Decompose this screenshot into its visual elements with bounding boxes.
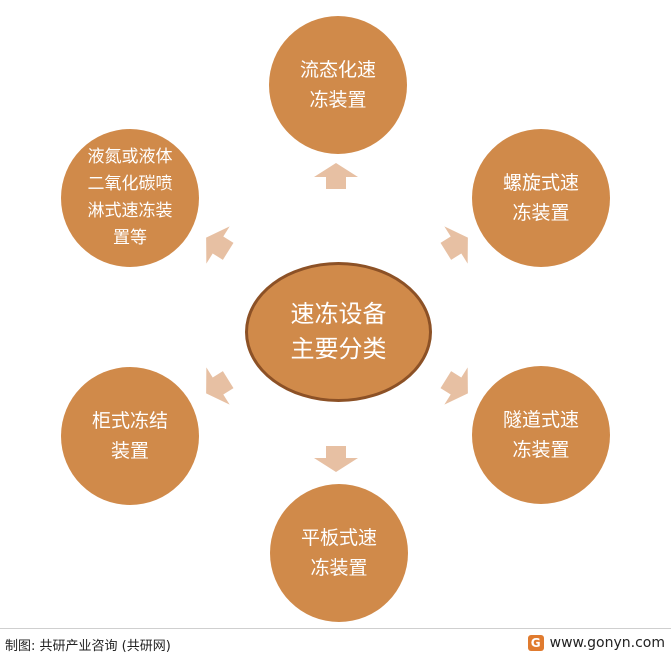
center-node: 速冻设备 主要分类 — [245, 262, 432, 402]
center-label: 速冻设备 主要分类 — [290, 300, 387, 363]
arrow-to-bottom-right — [440, 367, 468, 405]
node-bottom-left-label: 柜式冻结 装置 — [91, 410, 168, 462]
node-bottom-right: 隧道式速 冻装置 — [472, 366, 610, 504]
gonyn-logo-icon: G — [527, 635, 544, 651]
footer-divider — [0, 628, 671, 629]
arrow-to-bottom-left — [206, 367, 234, 405]
arrow-to-top-right — [440, 226, 468, 264]
node-bottom-label: 平板式速 冻装置 — [300, 527, 377, 579]
node-top-left-label: 液氮或液体 二氧化碳喷 淋式速冻装 置等 — [87, 147, 173, 248]
node-top-right-label: 螺旋式速 冻装置 — [502, 172, 579, 224]
arrow-to-top — [314, 163, 358, 189]
footer-brand: G www.gonyn.com — [527, 635, 665, 651]
node-bottom-right-label: 隧道式速 冻装置 — [502, 409, 579, 461]
node-top: 流态化速 冻装置 — [269, 16, 407, 154]
node-top-label: 流态化速 冻装置 — [299, 59, 376, 111]
node-bottom: 平板式速 冻装置 — [270, 484, 408, 622]
source-credit: 制图: 共研产业咨询 (共研网) — [5, 639, 171, 654]
node-bottom-left: 柜式冻结 装置 — [61, 367, 199, 505]
node-top-right: 螺旋式速 冻装置 — [472, 129, 610, 267]
arrow-to-top-left — [206, 226, 234, 264]
arrows-layer — [206, 163, 468, 472]
diagram-canvas: 速冻设备 主要分类 流态化速 冻装置 螺旋式速 冻装置 隧道式速 冻装置 平板式… — [61, 16, 610, 622]
arrow-to-bottom — [314, 446, 358, 472]
website-link[interactable]: www.gonyn.com — [549, 635, 665, 651]
node-top-left: 液氮或液体 二氧化碳喷 淋式速冻装 置等 — [61, 129, 199, 267]
